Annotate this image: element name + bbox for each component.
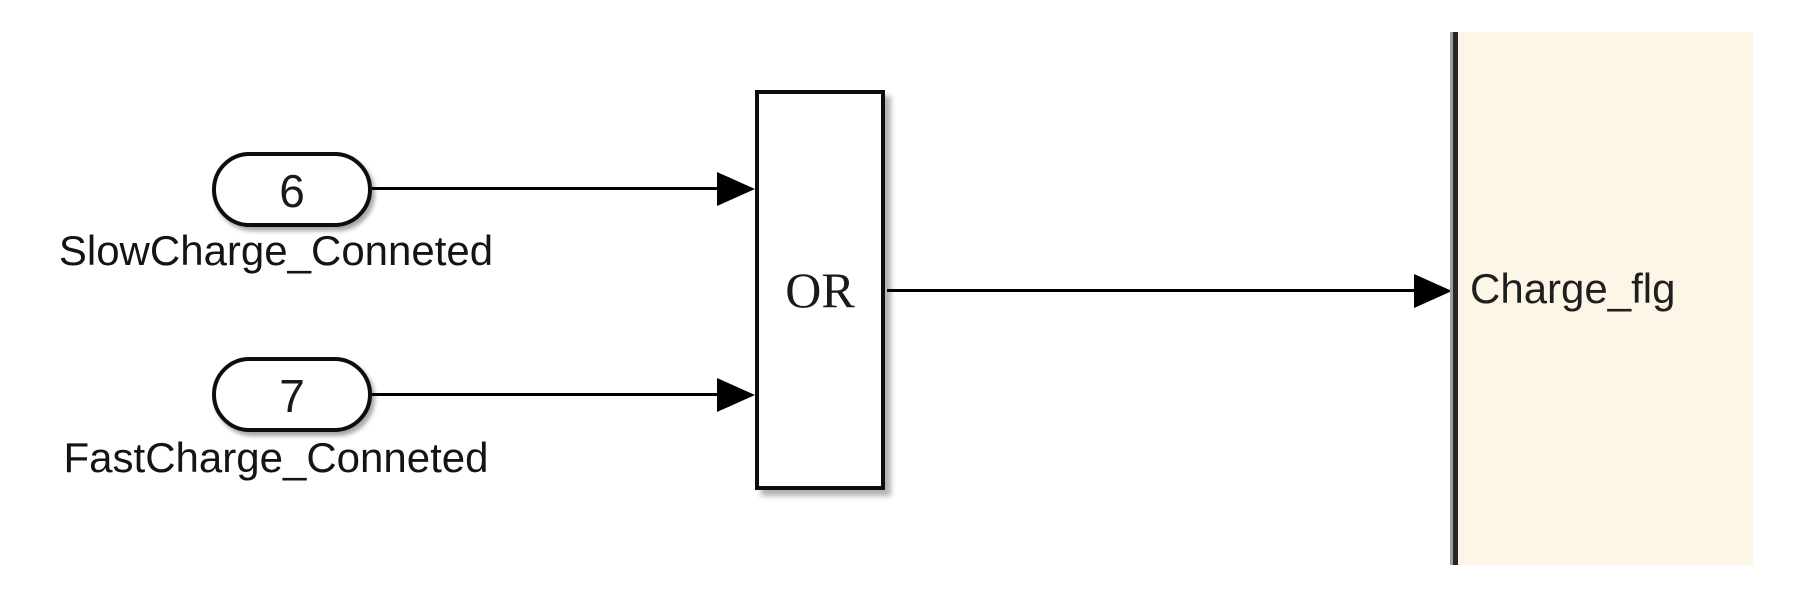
inport-block-6[interactable]: 6	[212, 152, 372, 227]
inport-label-fastcharge[interactable]: FastCharge_Conneted	[63, 434, 489, 481]
arrowhead-icon	[1414, 274, 1452, 308]
outport-label-charge-flg[interactable]: Charge_flg	[1470, 265, 1676, 312]
inport-number: 6	[279, 164, 305, 217]
inport-block-7[interactable]: 7	[212, 357, 372, 432]
subsystem-interior	[1458, 32, 1753, 565]
logical-operator-or-block[interactable]: OR	[755, 90, 885, 490]
signal-wire-fastcharge[interactable]	[372, 393, 718, 396]
arrowhead-icon	[717, 172, 755, 206]
signal-wire-charge-flg[interactable]	[887, 289, 1414, 292]
inport-label-slowcharge[interactable]: SlowCharge_Conneted	[58, 227, 494, 274]
or-block-label: OR	[785, 262, 855, 318]
arrowhead-icon	[717, 378, 755, 412]
signal-wire-slowcharge[interactable]	[372, 187, 718, 190]
inport-number: 7	[279, 369, 305, 422]
subsystem-boundary-line[interactable]	[1450, 32, 1458, 565]
